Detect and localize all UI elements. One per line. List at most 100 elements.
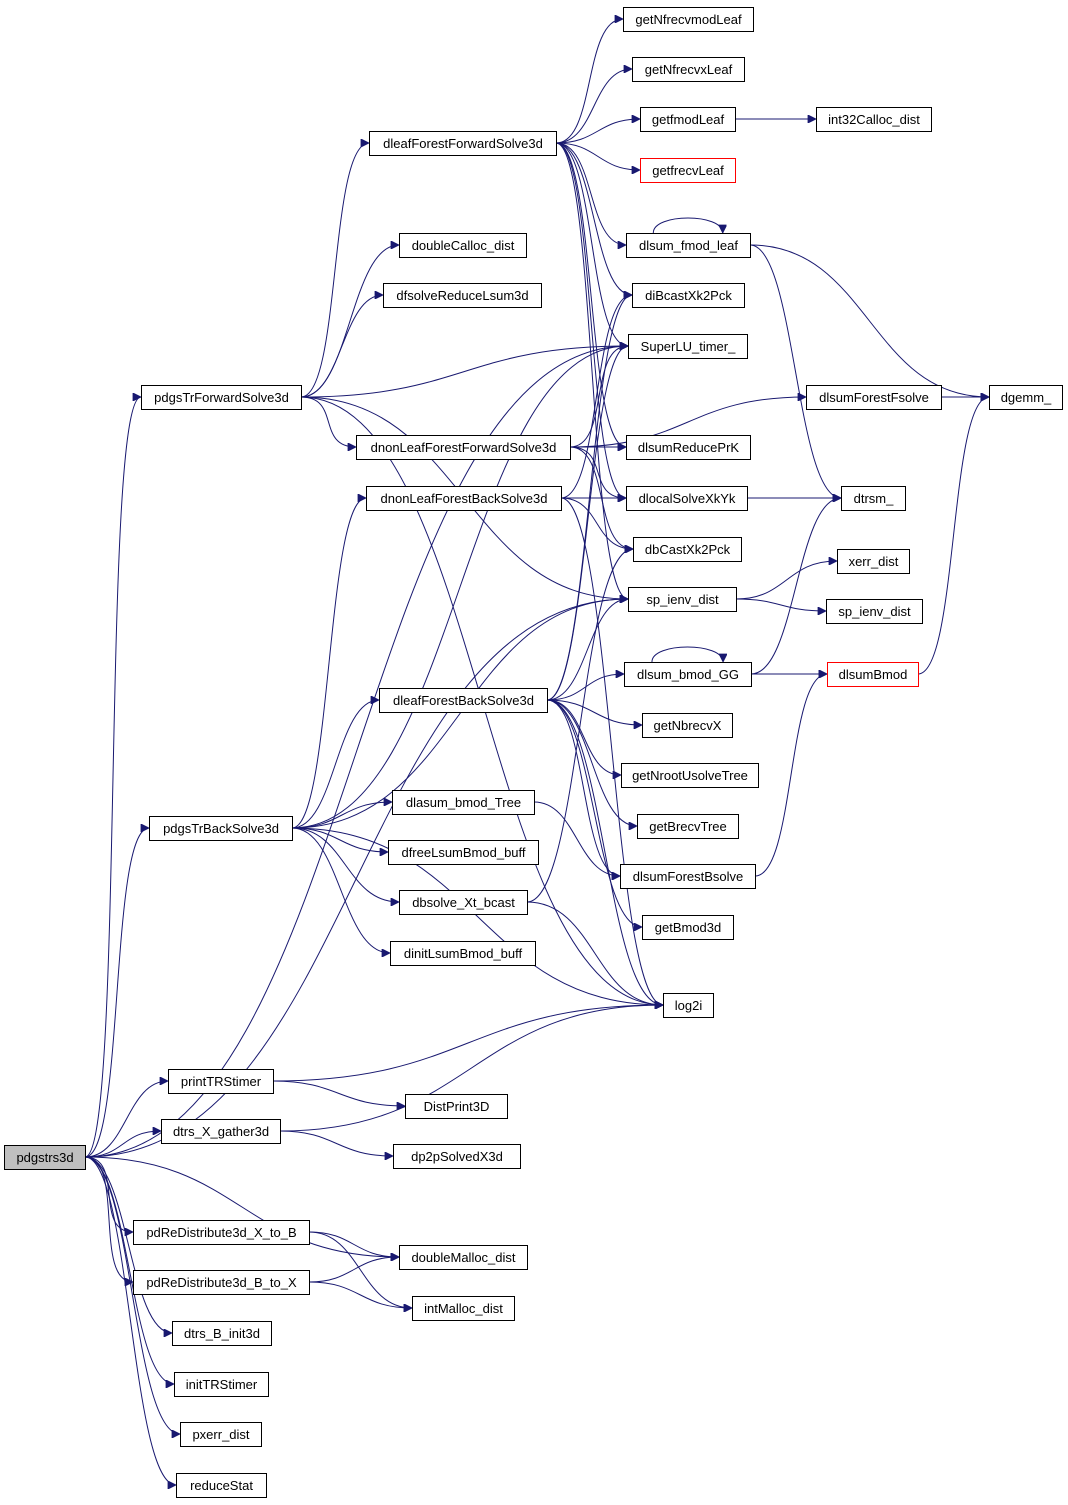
node-dlasum-bmod-tree[interactable]: dlasum_bmod_Tree <box>392 790 535 815</box>
node-dnon-leaf-forest-forward-solve3d[interactable]: dnonLeafForestForwardSolve3d <box>356 435 571 460</box>
node-dtrs-x-gather3d[interactable]: dtrs_X_gather3d <box>161 1119 281 1144</box>
node-box <box>628 334 748 359</box>
edge-dleaf-forest-forward-solve3d-to-get-nfrecvmod-leaf <box>555 19 623 144</box>
node-get-nbrecv-x[interactable]: getNbrecvX <box>642 713 733 738</box>
node-label: pdgstrs3d <box>16 1150 73 1165</box>
node-label: dfreeLsumBmod_buff <box>401 845 525 860</box>
node-dgemm[interactable]: dgemm_ <box>989 385 1063 410</box>
node-di-bcast-xk2-pck[interactable]: diBcastXk2Pck <box>632 283 745 308</box>
node-getfrecv-leaf[interactable]: getfrecvLeaf <box>640 158 736 183</box>
edge-layer <box>84 19 989 1485</box>
node-dtrsm[interactable]: dtrsm_ <box>841 486 906 511</box>
node-dlsum-forest-fsolve[interactable]: dlsumForestFsolve <box>806 385 942 410</box>
node-dleaf-forest-forward-solve3d[interactable]: dleafForestForwardSolve3d <box>369 131 557 156</box>
node-dlsum-reduce-pr-k[interactable]: dlsumReducePrK <box>626 435 751 460</box>
node-reduce-stat[interactable]: reduceStat <box>176 1473 267 1498</box>
node-get-brecv-tree[interactable]: getBrecvTree <box>637 814 739 839</box>
node-box <box>626 233 751 258</box>
node-dlocal-solve-xk-yk[interactable]: dlocalSolveXkYk <box>626 486 748 511</box>
node-box <box>841 486 906 511</box>
node-dlsum-bmod[interactable]: dlsumBmod <box>827 662 919 687</box>
edge-pd-re-distribute3d-b-to-x-to-double-malloc-dist <box>308 1257 399 1283</box>
edge-dtrs-x-gather3d-to-dp2p-solved-x3d <box>279 1130 393 1156</box>
node-get-nfrecvx-leaf[interactable]: getNfrecvxLeaf <box>632 57 745 82</box>
node-label: dleafForestBackSolve3d <box>393 693 534 708</box>
node-box <box>393 1144 521 1169</box>
node-label: dlsumForestBsolve <box>633 869 744 884</box>
node-double-calloc-dist[interactable]: doubleCalloc_dist <box>399 233 527 258</box>
node-pdgs-tr-back-solve3d[interactable]: pdgsTrBackSolve3d <box>149 816 293 841</box>
node-dinit-lsum-bmod-buff[interactable]: dinitLsumBmod_buff <box>390 941 536 966</box>
node-label: SuperLU_timer_ <box>641 339 736 354</box>
edge-dnon-leaf-forest-back-solve3d-to-di-bcast-xk2-pck <box>560 295 632 499</box>
node-db-cast-xk2-pck[interactable]: dbCastXk2Pck <box>633 537 742 562</box>
node-box <box>663 993 714 1018</box>
node-pd-re-distribute3d-x-to-b[interactable]: pdReDistribute3d_X_to_B <box>133 1220 310 1245</box>
node-double-malloc-dist[interactable]: doubleMalloc_dist <box>399 1245 528 1270</box>
edge-dleaf-forest-back-solve3d-to-dlsum-forest-bsolve <box>546 699 620 876</box>
node-box <box>806 385 942 410</box>
node-xerr-dist[interactable]: xerr_dist <box>837 549 910 574</box>
node-dfree-lsum-bmod-buff[interactable]: dfreeLsumBmod_buff <box>388 840 539 865</box>
node-pxerr-dist[interactable]: pxerr_dist <box>180 1422 262 1447</box>
edge-pdgstrs3d-to-reduce-stat <box>84 1156 176 1485</box>
node-get-nfrecvmod-leaf[interactable]: getNfrecvmodLeaf <box>623 7 754 32</box>
edge-pdgs-tr-back-solve3d-to-dbsolve-xt-bcast <box>291 827 399 902</box>
node-int-malloc-dist[interactable]: intMalloc_dist <box>412 1296 515 1321</box>
edge-dtrs-x-gather3d-to-log2i <box>279 1005 663 1132</box>
node-box <box>642 915 734 940</box>
node-dbsolve-xt-bcast[interactable]: dbsolve_Xt_bcast <box>399 890 528 915</box>
node-get-nroot-usolve-tree[interactable]: getNrootUsolveTree <box>621 763 759 788</box>
node-dtrs-b-init3d[interactable]: dtrs_B_init3d <box>172 1321 272 1346</box>
edge-dleaf-forest-back-solve3d-to-di-bcast-xk2-pck <box>546 295 632 701</box>
node-box <box>399 890 528 915</box>
node-getfmod-leaf[interactable]: getfmodLeaf <box>640 107 736 132</box>
node-sp-ienv-dist[interactable]: sp_ienv_dist <box>628 587 737 612</box>
node-pdgstrs3d[interactable]: pdgstrs3d <box>4 1145 86 1170</box>
edge-dleaf-forest-forward-solve3d-to-dlsum-fmod-leaf <box>555 142 626 245</box>
node-label: xerr_dist <box>849 554 899 569</box>
node-sp-ienv-dist-2[interactable]: sp_ienv_dist <box>826 599 923 624</box>
node-pdgs-tr-forward-solve3d[interactable]: pdgsTrForwardSolve3d <box>141 385 302 410</box>
edge-pdgs-tr-forward-solve3d-to-dfsolve-reduce-lsum3d <box>300 295 383 398</box>
node-box <box>161 1119 281 1144</box>
node-get-bmod3d[interactable]: getBmod3d <box>642 915 734 940</box>
node-label: getNrootUsolveTree <box>632 768 748 783</box>
node-box <box>637 814 739 839</box>
node-dlsum-fmod-leaf[interactable]: dlsum_fmod_leaf <box>626 233 751 258</box>
edge-pdgstrs3d-to-super-lu-timer <box>84 346 628 1158</box>
node-pd-re-distribute3d-b-to-x[interactable]: pdReDistribute3d_B_to_X <box>133 1270 310 1295</box>
node-dp2p-solved-x3d[interactable]: dp2pSolvedX3d <box>393 1144 521 1169</box>
node-label: log2i <box>675 998 703 1013</box>
node-box <box>141 385 302 410</box>
node-box <box>640 158 736 183</box>
node-log2i[interactable]: log2i <box>663 993 714 1018</box>
edge-pdgs-tr-forward-solve3d-to-dleaf-forest-forward-solve3d <box>300 143 369 398</box>
node-box <box>366 486 562 511</box>
node-dfsolve-reduce-lsum3d[interactable]: dfsolveReduceLsum3d <box>383 283 542 308</box>
node-print-trstimer[interactable]: printTRStimer <box>168 1069 274 1094</box>
node-init-trstimer[interactable]: initTRStimer <box>174 1372 269 1397</box>
node-dlsum-forest-bsolve[interactable]: dlsumForestBsolve <box>620 864 756 889</box>
node-dlsum-bmod-gg[interactable]: dlsum_bmod_GG <box>624 662 752 687</box>
node-dist-print3-d[interactable]: DistPrint3D <box>405 1094 508 1119</box>
node-dleaf-forest-back-solve3d[interactable]: dleafForestBackSolve3d <box>379 688 548 713</box>
node-int32-calloc-dist[interactable]: int32Calloc_dist <box>816 107 932 132</box>
node-box <box>642 713 733 738</box>
edge-dleaf-forest-back-solve3d-to-log2i <box>546 699 663 1005</box>
edge-pdgs-tr-back-solve3d-to-dnon-leaf-forest-back-solve3d <box>291 498 366 829</box>
node-super-lu-timer[interactable]: SuperLU_timer_ <box>628 334 748 359</box>
node-label: DistPrint3D <box>424 1099 490 1114</box>
node-box <box>369 131 557 156</box>
node-box <box>180 1422 262 1447</box>
edge-dleaf-forest-forward-solve3d-to-sp-ienv-dist <box>555 142 628 599</box>
node-label: dp2pSolvedX3d <box>411 1149 503 1164</box>
node-label: dlsum_bmod_GG <box>637 667 739 682</box>
node-dnon-leaf-forest-back-solve3d[interactable]: dnonLeafForestBackSolve3d <box>366 486 562 511</box>
node-label: dlsum_fmod_leaf <box>639 238 738 253</box>
node-layer: pdgstrs3d getNfrecvmodLeaf getNfrecvxLeaf g… <box>4 7 1063 1498</box>
node-label: dtrs_X_gather3d <box>173 1124 269 1139</box>
edge-pdgs-tr-back-solve3d-to-dinit-lsum-bmod-buff <box>291 827 390 953</box>
node-label: printTRStimer <box>181 1074 262 1089</box>
edge-pdgstrs3d-to-sp-ienv-dist <box>84 599 628 1158</box>
